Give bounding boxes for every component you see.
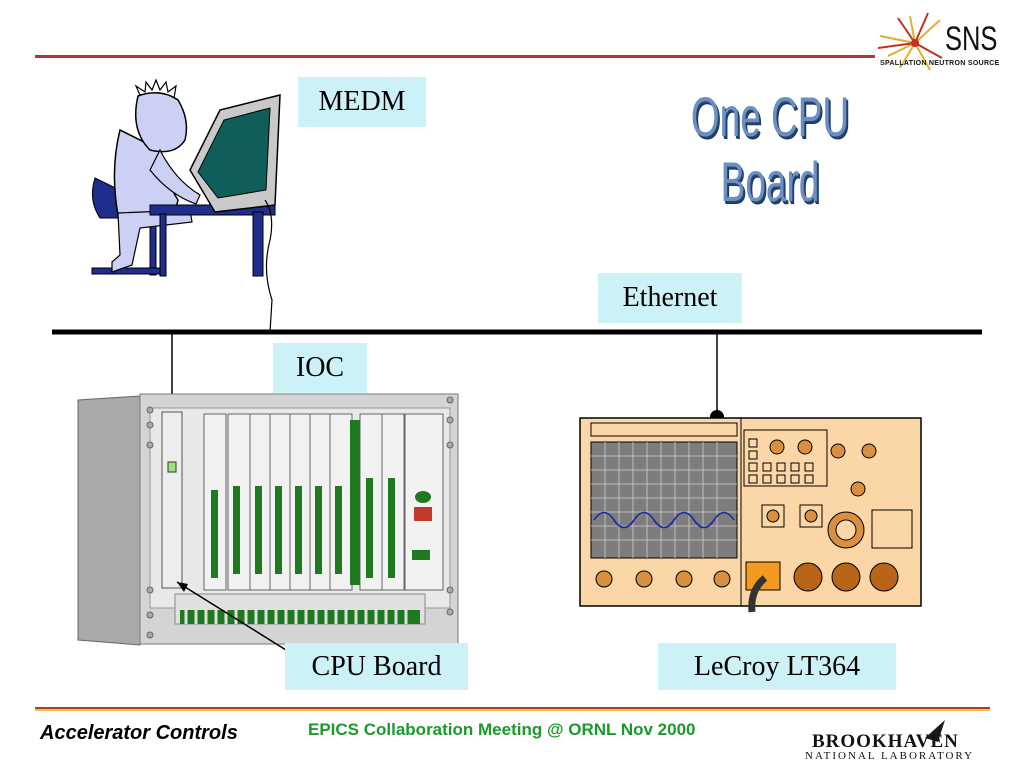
cpu-board-pointer	[176, 581, 303, 661]
brookhaven-name: BROOKHAVEN	[812, 731, 959, 752]
sns-name: SNS	[945, 20, 998, 58]
sns-starburst-logo	[877, 12, 943, 71]
slide-title: One CPU Board	[690, 85, 850, 213]
footer-left-text: Accelerator Controls	[40, 722, 238, 744]
ethernet-label: Ethernet	[598, 273, 742, 323]
brookhaven-subtitle: NATIONAL LABORATORY	[805, 750, 975, 762]
footer-rule	[35, 707, 990, 711]
footer-center-text: EPICS Collaboration Meeting @ ORNL Nov 2…	[308, 720, 696, 739]
ioc-label: IOC	[273, 343, 367, 393]
lecroy-label: LeCroy LT364	[658, 643, 896, 690]
medm-label: MEDM	[298, 77, 426, 127]
brookhaven-bird-mark	[925, 720, 945, 742]
operator-at-computer-icon	[91, 78, 281, 333]
oscilloscope-icon	[579, 417, 922, 613]
sns-subtitle: SPALLATION NEUTRON SOURCE	[880, 60, 1000, 67]
vme-crate-icon	[77, 393, 459, 646]
header-rule	[35, 55, 875, 58]
cpu-board-label: CPU Board	[285, 643, 468, 690]
